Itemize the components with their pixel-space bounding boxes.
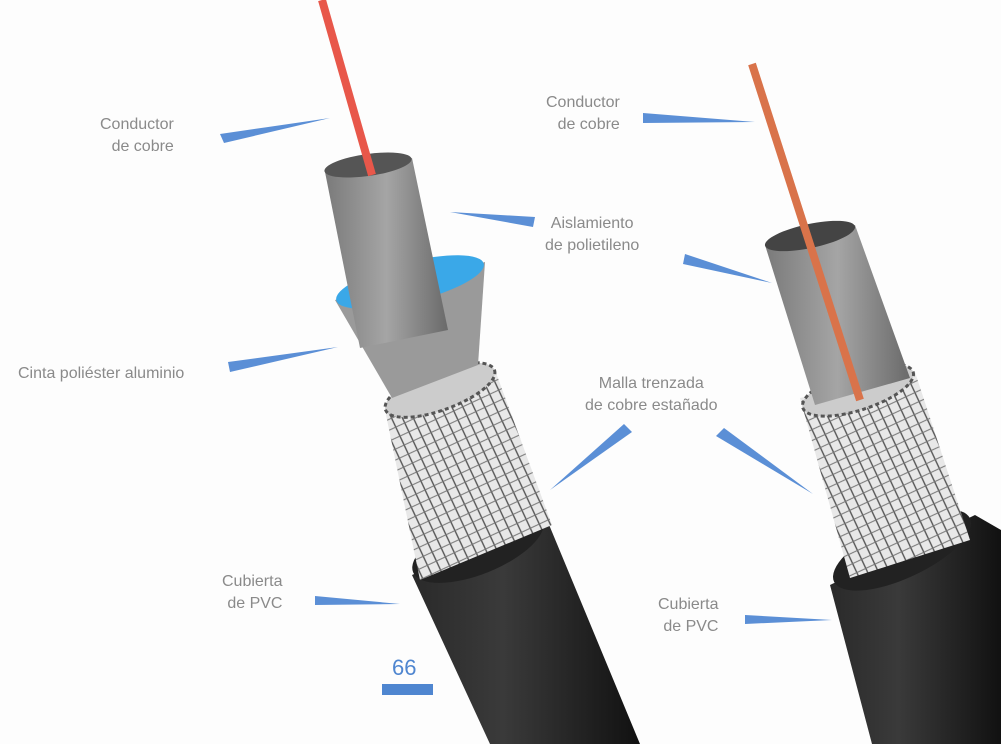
label-line: de PVC <box>663 618 719 635</box>
label-line: Conductor <box>100 116 174 133</box>
arrow-braid-left <box>550 424 632 490</box>
label-line: de cobre estañado <box>585 397 718 414</box>
label-right-jacket: Cubierta de PVC <box>658 594 718 638</box>
right-conductor <box>748 62 864 402</box>
arrow-right-conductor <box>643 113 755 123</box>
arrow-left-jacket <box>315 596 400 605</box>
label-line: Aislamiento <box>550 215 634 232</box>
label-line: de cobre <box>111 138 174 155</box>
left-insulation <box>325 158 448 348</box>
label-left-jacket: Cubierta de PVC <box>222 571 282 615</box>
label-foil: Cinta poliéster aluminio <box>18 365 185 382</box>
pointer-arrows <box>220 113 832 624</box>
label-line: Malla trenzada <box>598 375 704 392</box>
left-cable <box>318 0 640 744</box>
right-cable <box>748 62 1001 744</box>
arrow-braid-right <box>716 428 813 494</box>
left-braid-ring <box>383 361 497 419</box>
label-line: de polietileno <box>545 237 640 254</box>
arrow-right-jacket <box>745 615 832 624</box>
label-line: Conductor <box>546 94 620 111</box>
label-line: Cubierta <box>222 573 283 590</box>
page-number-bar <box>382 684 433 695</box>
arrow-insulation-left <box>450 212 535 227</box>
label-line: de PVC <box>227 595 283 612</box>
label-left-conductor: Conductor de cobre <box>100 114 174 158</box>
page-number: 66 <box>392 655 417 680</box>
label-right-conductor: Conductor de cobre <box>546 92 620 136</box>
label-braid: Malla trenzada de cobre estañado <box>585 373 718 417</box>
right-braid <box>800 372 970 578</box>
left-conductor <box>318 0 376 177</box>
label-insulation: Aislamiento de polietileno <box>545 213 639 257</box>
left-braid <box>385 370 552 580</box>
arrow-insulation-right <box>683 254 772 283</box>
label-line: Cubierta <box>658 596 719 613</box>
label-line: de cobre <box>557 116 620 133</box>
arrow-foil <box>228 347 338 372</box>
arrow-left-conductor <box>220 118 330 143</box>
right-insulation <box>765 225 910 405</box>
